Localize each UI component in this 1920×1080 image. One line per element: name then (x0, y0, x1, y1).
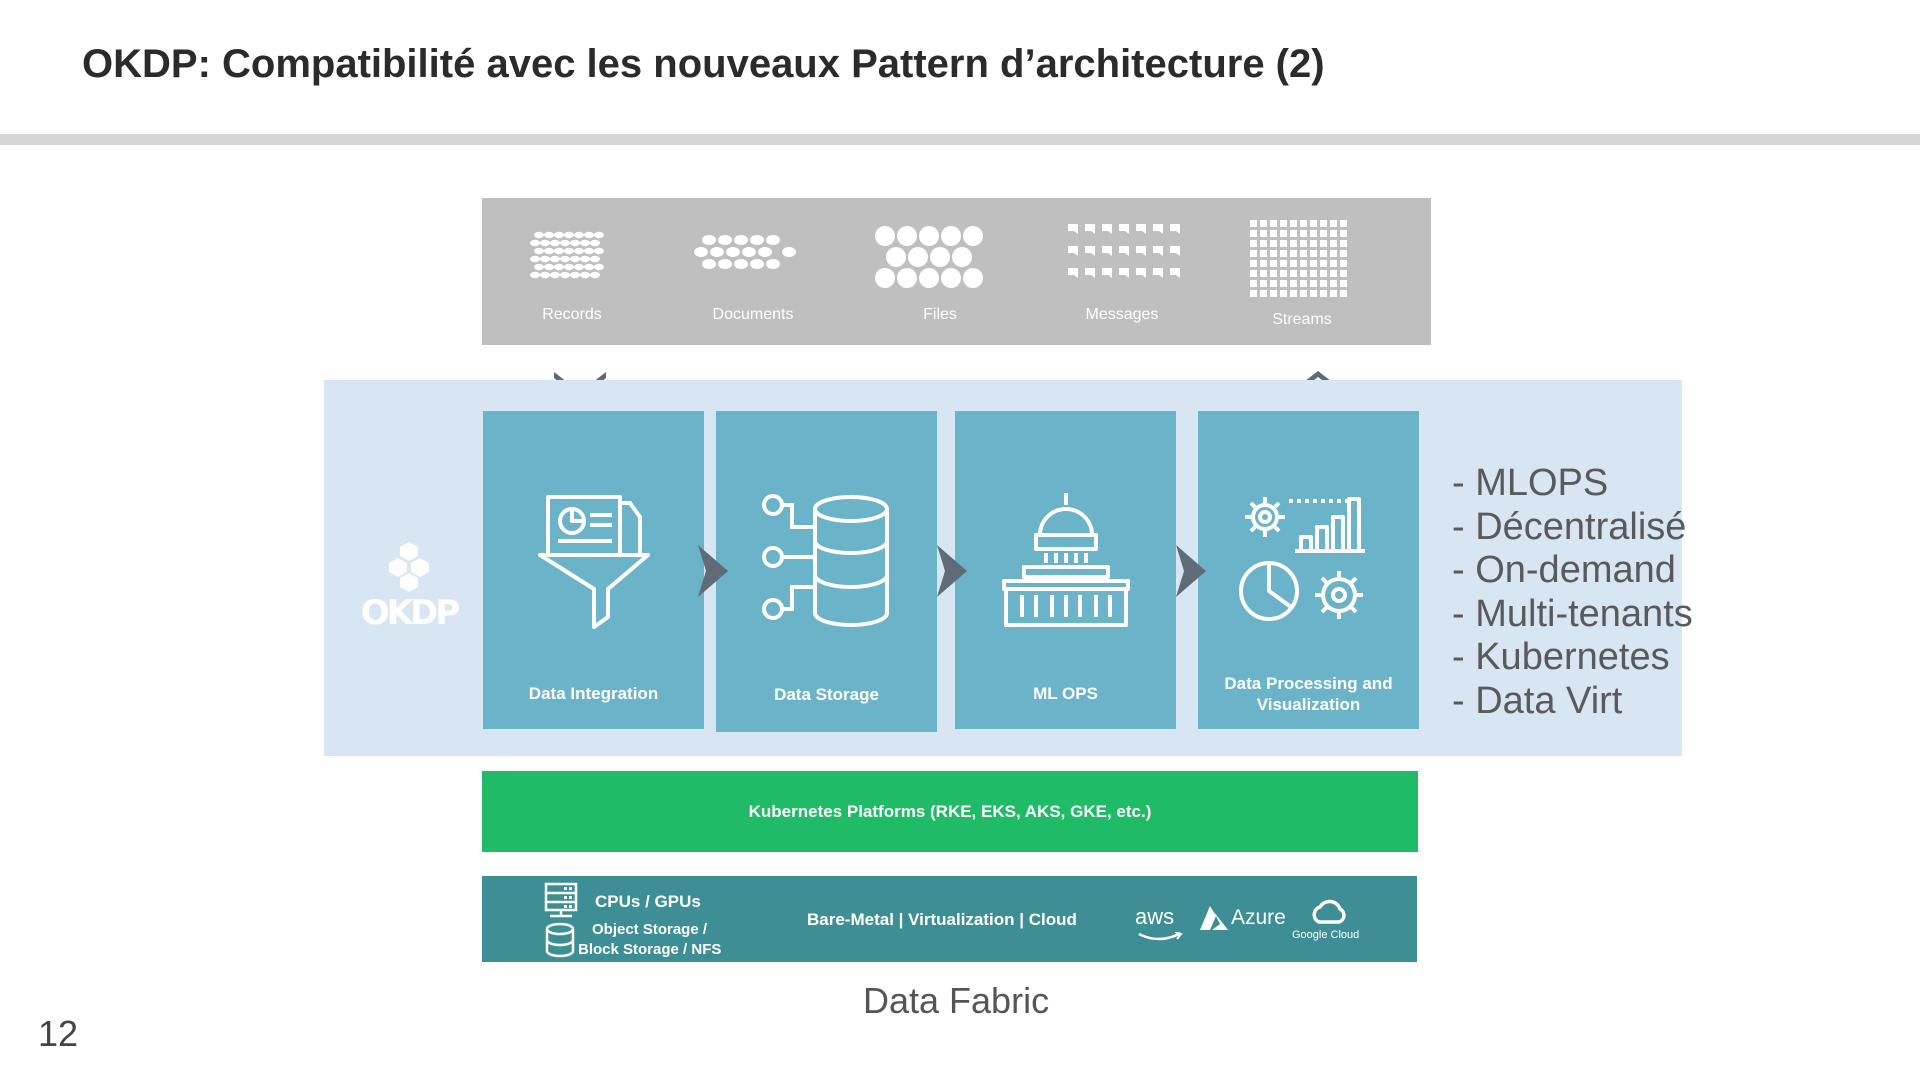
funnel-dashboard-icon (537, 495, 650, 629)
stage-data-processing-visualization: Data Processing and Visualization (1198, 411, 1419, 729)
chevron-right-icon (1176, 545, 1206, 597)
google-cloud-icon (1312, 899, 1346, 924)
analytics-gears-icon (1238, 497, 1365, 621)
stage-label: ML OPS (1033, 684, 1098, 703)
feature-item: - Kubernetes (1452, 636, 1670, 678)
storage-cylinder-icon (545, 922, 575, 958)
slide-title: OKDP: Compatibilité avec les nouveaux Pa… (82, 42, 1325, 86)
azure-logo-icon (1200, 906, 1228, 930)
kubernetes-platforms-label: Kubernetes Platforms (RKE, EKS, AKS, GKE… (748, 802, 1152, 821)
data-types-panel: Records Documents Files (482, 198, 1431, 345)
deployment-modes-label: Bare-Metal | Virtualization | Cloud (807, 910, 1077, 929)
data-type-label: Records (542, 306, 602, 323)
data-type-label: Streams (1272, 311, 1332, 328)
feature-item: - MLOPS (1452, 462, 1609, 504)
feature-list: - MLOPS - Décentralisé - On-demand - Mul… (1452, 462, 1693, 723)
data-type-streams: Streams (1212, 198, 1392, 345)
feature-item: - Data Virt (1452, 679, 1623, 722)
data-fabric-caption: Data Fabric (863, 980, 1050, 1021)
data-type-messages: Messages (1032, 198, 1212, 345)
storage-label-line2: Block Storage / NFS (578, 941, 722, 958)
files-icon (875, 226, 983, 288)
aws-logo: aws (1135, 904, 1175, 929)
chevron-right-icon (937, 545, 967, 597)
data-type-files: Files (850, 198, 1030, 345)
feature-item: - On-demand (1452, 549, 1676, 591)
data-type-records: Records (482, 198, 662, 345)
feature-item: - Décentralisé (1452, 505, 1687, 548)
okdp-logo: OKDP (361, 542, 462, 630)
documents-icon (694, 235, 796, 269)
storage-label-line1: Object Storage / (592, 921, 708, 938)
data-type-documents: Documents (663, 198, 843, 345)
stage-label: Data Integration (528, 684, 659, 703)
data-type-label: Documents (712, 306, 794, 323)
records-icon (530, 231, 604, 279)
data-type-label: Files (923, 306, 957, 323)
stage-label: Data Processing and Visualization (1224, 674, 1393, 714)
kubernetes-platforms-bar: Kubernetes Platforms (RKE, EKS, AKS, GKE… (482, 771, 1418, 852)
page-number: 12 (38, 1013, 79, 1054)
capitol-building-icon (1001, 493, 1130, 627)
title-divider (0, 134, 1920, 145)
messages-icon (1068, 224, 1180, 278)
chevron-right-icon (698, 545, 728, 597)
aws-smile-icon (1138, 932, 1183, 941)
server-rack-icon (544, 882, 578, 918)
feature-item: - Multi-tenants (1452, 592, 1693, 635)
streams-icon (1250, 220, 1347, 297)
compute-label: CPUs / GPUs (595, 892, 701, 911)
stage-data-storage: Data Storage (716, 411, 937, 732)
google-cloud-logo-text: Google Cloud (1292, 929, 1360, 941)
stage-ml-ops: ML OPS (955, 411, 1176, 729)
azure-logo-text: Azure (1231, 906, 1286, 929)
stage-data-integration: Data Integration (483, 411, 704, 729)
database-icon (761, 494, 889, 627)
stage-label: Data Storage (774, 685, 879, 704)
data-type-label: Messages (1085, 306, 1159, 323)
okdp-logo-text: OKDP (361, 593, 459, 630)
infrastructure-bar: CPUs / GPUs Object Storage / Block Stora… (482, 876, 1417, 962)
